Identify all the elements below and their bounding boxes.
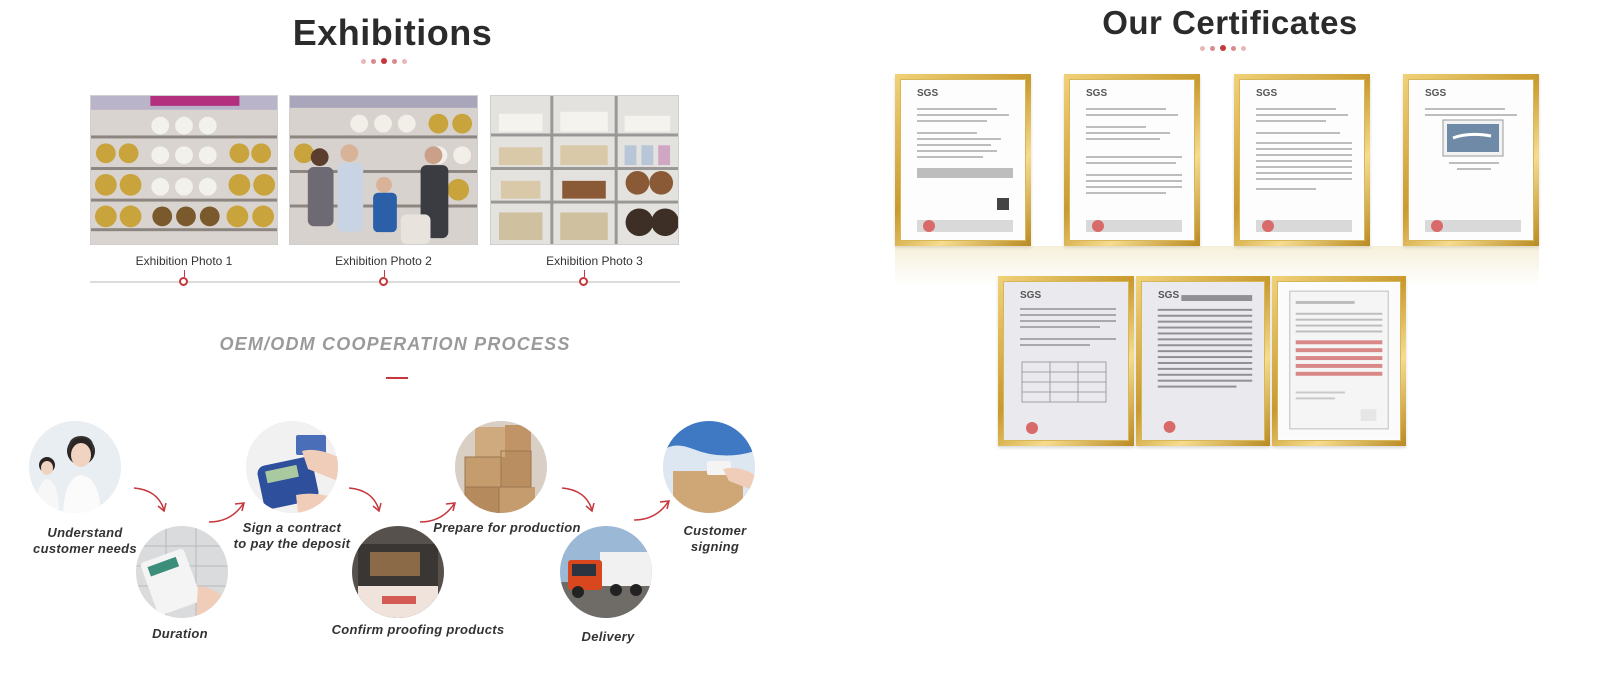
certificate-7[interactable] bbox=[1272, 276, 1406, 446]
certificates-title-dots bbox=[1200, 45, 1246, 51]
certificates-title: Our Certificates bbox=[1102, 4, 1358, 41]
sgs-logo: SGS bbox=[1425, 88, 1447, 99]
sgs-logo: SGS bbox=[1020, 290, 1042, 301]
step-label-confirm-proofing: Confirm proofing products bbox=[331, 622, 505, 637]
sgs-logo: SGS bbox=[1256, 88, 1278, 99]
certificate-4[interactable]: SGS bbox=[1403, 74, 1539, 246]
arrow-down-icon bbox=[558, 484, 598, 514]
step-label-understand-line1: Understand bbox=[47, 525, 123, 540]
certificate-5[interactable]: SGS bbox=[998, 276, 1134, 446]
exhibition-caption-2: Exhibition Photo 2 bbox=[335, 254, 432, 268]
certificate-3[interactable]: SGS bbox=[1234, 74, 1370, 246]
step-label-understand-line2: customer needs bbox=[33, 541, 137, 556]
boxes-icon bbox=[455, 421, 547, 513]
step-label-duration: Duration bbox=[152, 626, 208, 641]
exhibition-caption-1: Exhibition Photo 1 bbox=[135, 254, 233, 268]
sgs-logo: SGS bbox=[917, 88, 939, 99]
timeline-node-3[interactable] bbox=[579, 277, 588, 286]
step-label-sign-contract-line1: Sign a contract bbox=[242, 520, 342, 535]
step-label-customer-signing-line2: signing bbox=[690, 539, 740, 554]
package-signing-icon bbox=[663, 421, 755, 513]
card-terminal-icon bbox=[246, 421, 338, 513]
exhibitions-title-dots bbox=[361, 58, 407, 64]
step-label-delivery: Delivery bbox=[581, 629, 635, 644]
timeline-tick-2 bbox=[384, 270, 385, 277]
arrow-up-icon bbox=[418, 498, 458, 528]
arrow-up-icon bbox=[632, 496, 672, 526]
process-title-underline bbox=[386, 377, 408, 379]
timeline-tick-1 bbox=[184, 270, 185, 277]
certificate-2[interactable]: SGS bbox=[1064, 74, 1200, 246]
step-label-customer-signing: Customer signing bbox=[670, 523, 760, 555]
certificate-6[interactable]: SGS bbox=[1136, 276, 1270, 446]
arrow-down-icon bbox=[130, 484, 170, 514]
timeline-node-2[interactable] bbox=[379, 277, 388, 286]
step-label-customer-signing-line1: Customer bbox=[683, 523, 747, 538]
timeline-tick-3 bbox=[584, 270, 585, 277]
step-label-sign-contract-line2: to pay the deposit bbox=[233, 536, 351, 551]
customer-service-icon bbox=[29, 421, 121, 513]
truck-icon bbox=[560, 526, 652, 618]
sgs-logo: SGS bbox=[1158, 290, 1180, 301]
timeline-node-1[interactable] bbox=[179, 277, 188, 286]
step-label-understand: Understand customer needs bbox=[20, 525, 150, 557]
exhibition-photo-2[interactable] bbox=[289, 95, 478, 245]
sgs-logo: SGS bbox=[1086, 88, 1108, 99]
step-label-prepare-production: Prepare for production bbox=[433, 520, 581, 535]
exhibition-photo-3[interactable] bbox=[490, 95, 679, 245]
exhibition-photo-1[interactable] bbox=[90, 95, 278, 245]
exhibition-caption-3: Exhibition Photo 3 bbox=[546, 254, 643, 268]
calculator-icon bbox=[136, 526, 228, 618]
process-title: OEM/ODM COOPERATION PROCESS bbox=[219, 334, 571, 354]
step-label-sign-contract: Sign a contract to pay the deposit bbox=[222, 520, 362, 552]
arrow-down-icon bbox=[345, 484, 385, 514]
certificate-1[interactable]: SGS bbox=[895, 74, 1031, 246]
arrow-up-icon bbox=[207, 498, 247, 528]
exhibitions-title: Exhibitions bbox=[292, 12, 493, 53]
cutting-machine-icon bbox=[352, 526, 444, 618]
